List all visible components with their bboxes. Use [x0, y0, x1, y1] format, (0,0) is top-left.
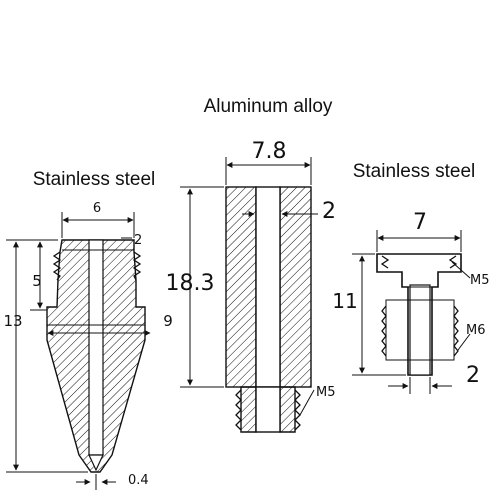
throat-top-thread-label: M5 — [470, 273, 490, 288]
left-nozzle-drawing: 6 2 5 13 9 0.4 — [3, 201, 173, 490]
nozzle-thread-right — [132, 251, 142, 281]
dim-tube-width: 7.8 — [252, 139, 287, 164]
tube-thread-leader — [299, 389, 315, 416]
tube-thread-left — [240, 386, 257, 433]
dim-throat-length: 11 — [332, 289, 357, 313]
throat-top-thread-right — [448, 255, 458, 269]
dim-tube-wall: 2 — [322, 199, 336, 224]
nozzle-bore — [88, 239, 104, 456]
tube-zigzag-left — [235, 389, 242, 431]
title-left-stainless-steel: Stainless steel — [33, 169, 156, 190]
tube-zigzag-right — [294, 389, 301, 431]
nozzle-thread-left — [52, 251, 62, 281]
throat-stem-thread-left — [381, 305, 387, 357]
dim-total-length: 13 — [3, 312, 22, 330]
tube-thread-right — [279, 386, 296, 433]
dim-tip: 0.4 — [128, 473, 149, 488]
dim-thread-length: 5 — [32, 272, 42, 290]
title-right-stainless-steel: Stainless steel — [353, 161, 476, 182]
dim-top-width: 6 — [93, 201, 101, 216]
tube-wall-right — [279, 186, 312, 388]
throat-top-thread-left — [380, 255, 390, 269]
throat-stem-outline — [385, 299, 455, 361]
tube-wall-left — [225, 186, 257, 388]
throat-stem-thread-label: M6 — [466, 323, 486, 338]
center-tube-drawing: 7.8 2 18.3 M5 — [166, 139, 336, 433]
nozzle-tip-channel — [88, 454, 104, 472]
right-throat-drawing: 7 11 M5 M6 2 — [332, 210, 490, 394]
tube-bore-end — [255, 386, 281, 433]
dim-hex: 9 — [163, 312, 173, 330]
tube-bore — [255, 186, 281, 388]
dim-throat-width: 7 — [413, 210, 427, 235]
throat-bore — [409, 284, 431, 376]
dim-wall: 2 — [134, 233, 142, 248]
throat-stem-thread-right — [453, 305, 459, 357]
throat-stem-thread-leader — [457, 333, 471, 351]
dim-throat-bore: 2 — [466, 363, 480, 388]
title-aluminum-alloy: Aluminum alloy — [204, 96, 333, 117]
throat-top-thread-leader — [451, 261, 471, 279]
dim-tube-length: 18.3 — [166, 271, 215, 296]
tube-thread-label: M5 — [316, 385, 336, 400]
